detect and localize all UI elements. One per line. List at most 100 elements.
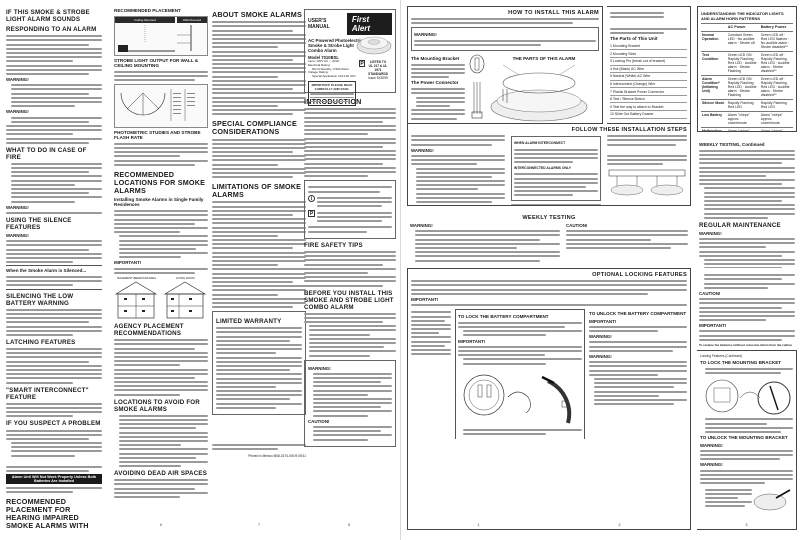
figure-title: RECOMMENDED PLACEMENT (114, 8, 181, 13)
mounting-bracket-diagram (469, 54, 485, 119)
section-title: LOCATIONS TO AVOID FOR SMOKE ALARMS (114, 398, 200, 413)
parts-list-item: 8 Test / Silence Button (610, 96, 687, 104)
important-label: IMPORTANT! (114, 260, 142, 266)
photoelectric-p-icon: P (359, 60, 365, 67)
placement-diagram: Ceiling Mounted Wall Mounted (114, 15, 208, 56)
section-title: LIMITED WARRANTY (216, 318, 282, 326)
indicator-lights-panel: UNDERSTANDING THE INDICATOR LIGHTS AND A… (697, 6, 797, 132)
ul-listing: LISTED TO UL 217 & UL 1971 STANDARDS Iss… (368, 60, 388, 80)
page-number: 8 (348, 523, 350, 527)
strobe-title: STROBE LIGHT OUTPUT FOR WALL & CEILING M… (114, 57, 199, 69)
warning-label: WARNING! (6, 204, 29, 210)
installation-steps-panel: FOLLOW THESE INSTALLATION STEPS WARNING!… (407, 124, 691, 206)
caution-label: CAUTION! (308, 418, 330, 424)
parts-list-panel: The Parts of This Unit 1 Mounting Bracke… (607, 6, 691, 124)
warning-box: WARNING! CAUTION! (304, 359, 396, 447)
parts-list: 1 Mounting Bracket 2 Mounting Slots 3 Lo… (610, 43, 687, 119)
room-diagram-icon (118, 24, 192, 52)
page-number: 6 (160, 523, 162, 527)
install-panel: HOW TO INSTALL THIS ALARM WARNING! The M… (407, 6, 603, 124)
manual-sheet-right: HOW TO INSTALL THIS ALARM WARNING! The M… (401, 0, 802, 540)
table-row: Malfunction Signal Alarm "chirps" every … (701, 126, 793, 131)
section-title: WEEKLY TESTING (522, 215, 576, 221)
warning-label: WARNING! (6, 109, 29, 115)
section-title: OPTIONAL LOCKING FEATURES (592, 272, 687, 278)
warning-label: WARNING! (6, 232, 29, 238)
locking-features-panel: OPTIONAL LOCKING FEATURES IMPORTANT! TO … (407, 268, 691, 530)
locking-continued-panel: Locking Features (Continued) TO LOCK THE… (697, 350, 797, 530)
column-about-alarms: ABOUT SMOKE ALARMS SPECIAL COMPLIANCE CO… (212, 6, 306, 530)
section-title: IF THIS SMOKE & STROBE LIGHT ALARM SOUND… (6, 9, 90, 23)
warning-label: WARNING! (308, 365, 331, 371)
smoke-alarm-image (356, 36, 392, 55)
parts-list-item: 10 Slide Out Battery Drawer (610, 111, 687, 119)
page-number: 5 (52, 523, 54, 527)
section-title: RESPONDING TO AN ALARM (6, 26, 97, 33)
warning-label: WARNING! (414, 32, 437, 38)
section-title: IF YOU SUSPECT A PROBLEM (6, 420, 101, 428)
battery-banner: Alarm Unit Will Not Work Properly Unless… (6, 474, 102, 485)
alarm-parts-diagram (490, 64, 588, 121)
ionization-i-icon: i (308, 194, 315, 202)
parts-list-item: 3 Locking Pin (break out of bracket) (610, 58, 687, 66)
manual-label: USER'S MANUAL (308, 18, 330, 30)
section-title: FOLLOW THESE INSTALLATION STEPS (571, 127, 687, 133)
section-title: UNDERSTANDING THE INDICATOR LIGHTS AND A… (701, 11, 784, 21)
product-title: AC Powered Photoelectric Smoke & Strobe … (308, 38, 363, 53)
section-title: WHAT TO DO IN CASE OF FIRE (6, 146, 87, 161)
battery-replacement-column: CAUTION! IMPORTANT! To replace the batte… (697, 270, 797, 346)
important-notice: IMPORTANT! PLEASE READ CAREFULLY AND SAV… (308, 80, 356, 107)
warning-label: WARNING! (6, 77, 29, 83)
print-footer: Printed in Mexico M08-0274-000 B 09/11 (248, 454, 306, 459)
screwdriver-diagram (753, 489, 791, 511)
section-title: SPECIAL COMPLIANCE CONSIDERATIONS (212, 119, 297, 137)
section-title: REGULAR MAINTENANCE (699, 221, 781, 229)
maintenance-column: WEEKLY TESTING, Continued REGULAR MAINTE… (697, 138, 797, 268)
polar-chart-icon (120, 88, 195, 121)
section-title: USING THE SILENCE FEATURES (6, 216, 72, 231)
parts-list-item: 2 Mounting Slots (610, 50, 687, 58)
table-row: Silence Mode Rapidly Flashing Red LED Ra… (701, 98, 793, 112)
parts-list-item: 9 Test the way to attach to Bracket (610, 103, 687, 112)
warning-box: WARNING! (411, 27, 599, 51)
section-title: SILENCING THE LOW BATTERY WARNING (6, 292, 74, 307)
battery-lock-diagram (463, 374, 572, 424)
wiring-diagram (608, 169, 686, 195)
section-title: "SMART INTERCONNECT" FEATURE (6, 386, 89, 401)
page-numbers: 1 2 (477, 523, 621, 527)
parts-list-item: 5 Neutral (White) AC Wire (610, 73, 687, 81)
house-diagram-icon (114, 281, 158, 319)
limited-warranty-box: LIMITED WARRANTY (212, 311, 306, 415)
photometric-title: PHOTOMETRIC STUDIES AND STROBE FLASH RAT… (114, 129, 201, 141)
photoelectric-p-icon: P (308, 209, 315, 217)
section-title: FIRE SAFETY TIPS (304, 241, 363, 249)
strobe-output-chart (114, 83, 208, 128)
indicator-table: AC Power Battery Power Normal Operation … (701, 22, 793, 131)
weekly-testing-panel: WEEKLY TESTING WARNING! CAUTION! (407, 212, 691, 264)
section-title: LIMITATIONS OF SMOKE ALARMS (212, 182, 302, 200)
table-row: Alarm Condition* (Initiating Unit) Green… (701, 74, 793, 100)
column-alarm-response: IF THIS SMOKE & STROBE LIGHT ALARM SOUND… (6, 6, 102, 530)
house-diagram-icon (163, 281, 206, 319)
section-title: AGENCY PLACEMENT RECOMMENDATIONS (114, 323, 184, 338)
bracket-lock-diagram (705, 379, 791, 415)
section-title: ABOUT SMOKE ALARMS (212, 10, 302, 19)
brand-logo: First Alert (346, 13, 392, 35)
section-title: AVOIDING DEAD AIR SPACES (114, 470, 208, 478)
section-title: BEFORE YOU INSTALL THIS SMOKE AND STROBE… (304, 289, 394, 311)
parts-list-item: 7 Plastic Bracket Power Connector (610, 88, 687, 96)
house-diagrams: BASEMENT BEDROOM AREA LIVING ROOM (114, 276, 208, 320)
table-row: Low Battery Alarm "chirps" approx. once/… (701, 110, 793, 128)
column-placement: RECOMMENDED PLACEMENT Ceiling Mounted Wa… (114, 8, 208, 527)
parts-list-item: 4 Hot (Black) AC Wire (610, 66, 687, 74)
table-row: Test Condition Green LED ON · Rapidly Fl… (701, 50, 793, 76)
section-title: RECOMMENDED PLACEMENT FOR HEARING IMPAIR… (6, 496, 89, 530)
model-number: Model 7010BSL (308, 55, 339, 60)
section-title: LATCHING FEATURES (6, 338, 76, 346)
section-title: HOW TO INSTALL THIS ALARM (508, 10, 599, 16)
table-row: Normal Operation Constant Green LED · No… (701, 30, 793, 52)
column-cover: USER'S MANUAL First Alert AC Powered Pho… (304, 6, 396, 530)
parts-list-item: 1 Mounting Bracket (610, 43, 687, 51)
subsection-title: When the Smoke Alarm is Silenced... (6, 268, 87, 274)
manual-sheet-left: IF THIS SMOKE & STROBE LIGHT ALARM SOUND… (6, 0, 401, 540)
